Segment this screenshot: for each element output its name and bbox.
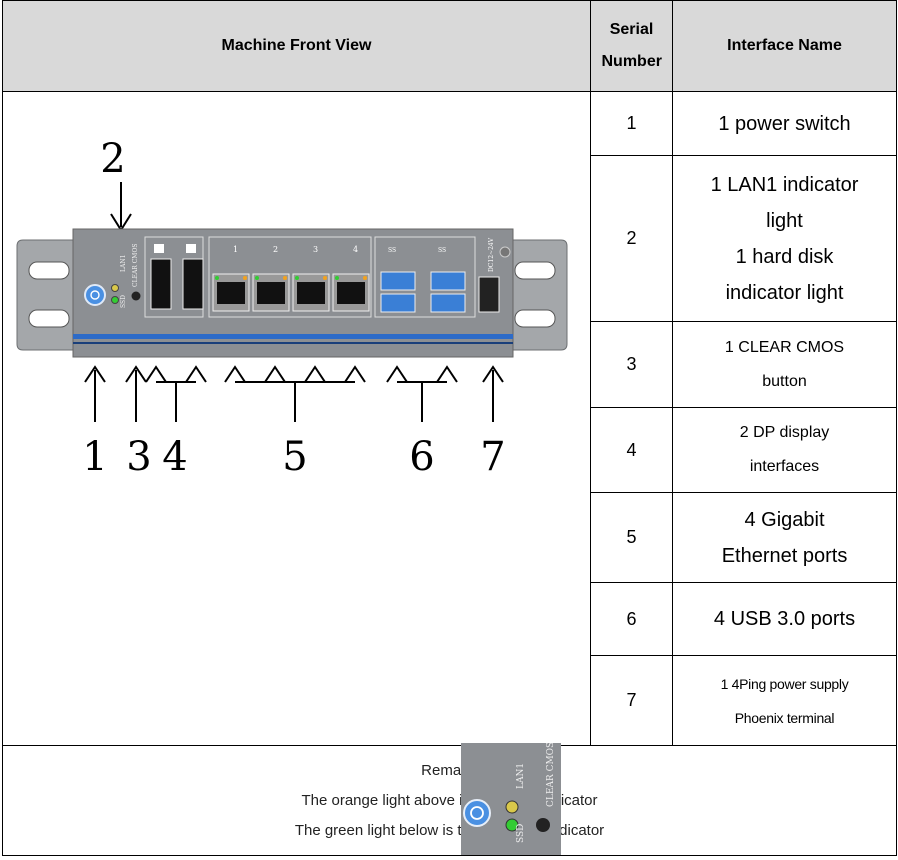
svg-text:CLEAR CMOS: CLEAR CMOS (132, 244, 139, 287)
header-serial-number: Serial Number (590, 0, 673, 92)
front-view-diagram: 2 (16, 136, 568, 480)
svg-text:LAN1: LAN1 (120, 255, 127, 272)
interface-6-line: 4 USB 3.0 ports (713, 608, 856, 630)
serial-5: 5 (590, 492, 673, 583)
interface-3-line: button (762, 372, 807, 390)
interface-2: 1 LAN1 indicator light 1 hard disk indic… (672, 155, 897, 322)
svg-text:CLEAR CMOS: CLEAR CMOS (546, 743, 556, 807)
serial-4: 4 (590, 407, 673, 493)
interface-3-line: 1 CLEAR CMOS (724, 338, 845, 356)
callout-arrows (84, 365, 504, 422)
interface-3: 1 CLEAR CMOS button (672, 321, 897, 408)
callout-7: 7 (480, 434, 505, 480)
svg-text:SSD: SSD (120, 295, 127, 308)
serial-3: 3 (590, 321, 673, 408)
front-view-figure-cell: 2 (2, 91, 591, 746)
detail-orange-led (505, 800, 519, 814)
remark-cell: Remark: The orange light above is the LA… (2, 743, 897, 856)
interface-7-line: Phoenix terminal (734, 709, 835, 726)
interface-1: 1 power switch (672, 91, 897, 156)
detail-green-led (505, 818, 519, 832)
interface-5-line: Ethernet ports (721, 544, 848, 567)
ethernet-ports: 1 2 3 4 (208, 236, 372, 318)
dp-ports (144, 236, 204, 318)
interface-4-line: interfaces (749, 458, 820, 475)
svg-text:3: 3 (313, 245, 318, 254)
lan1-led-orange (111, 284, 119, 292)
clear-cmos-button (131, 291, 141, 301)
interface-5-line: 4 Gigabit (744, 508, 825, 531)
serial-7: 7 (590, 655, 673, 746)
interface-4: 2 DP display interfaces (672, 407, 897, 493)
ssd-led-green (111, 296, 119, 304)
svg-text:SS: SS (388, 247, 396, 254)
callout-2: 2 (100, 136, 125, 182)
callout-4: 4 (162, 434, 187, 480)
header-interface-name: Interface Name (672, 0, 897, 92)
svg-text:DC12~24V: DC12~24V (488, 237, 495, 272)
remark-line-2: The green light below is the hard disk i… (294, 821, 605, 839)
indicator-detail-image: LAN1 SSD CLEAR CMOS (461, 743, 561, 855)
usb-ports: SS SS (374, 236, 476, 318)
header-serial-text: Serial Number (601, 21, 662, 70)
svg-text:SSD: SSD (516, 824, 526, 843)
serial-2: 2 (590, 155, 673, 322)
svg-text:4: 4 (353, 245, 358, 254)
callout-3: 3 (126, 434, 151, 480)
detail-cmos-button (536, 818, 550, 832)
interface-2-line: light (766, 209, 803, 232)
power-terminal: DC12~24V (478, 237, 511, 313)
interface-7: 1 4Ping power supply Phoenix terminal (672, 655, 897, 746)
header-front-view: Machine Front View (2, 0, 591, 92)
interface-6: 4 USB 3.0 ports (672, 582, 897, 656)
interface-7-line: 1 4Ping power supply (720, 675, 849, 692)
detail-power-button (463, 799, 491, 827)
serial-6: 6 (590, 582, 673, 656)
left-bracket (16, 239, 82, 351)
svg-text:LAN1: LAN1 (516, 763, 526, 789)
serial-1: 1 (590, 91, 673, 156)
interface-2-line: 1 hard disk (735, 245, 834, 268)
power-button (84, 284, 106, 306)
svg-text:1: 1 (233, 245, 238, 254)
interface-4-line: 2 DP display (739, 424, 830, 441)
callout-5: 5 (282, 434, 307, 480)
callout-6: 6 (409, 434, 434, 480)
interface-2-line: indicator light (725, 281, 844, 304)
remark-line-1: The orange light above is the LAN1 indic… (301, 791, 598, 809)
interface-1-line: 1 power switch (718, 112, 851, 135)
svg-text:SS: SS (438, 247, 446, 254)
svg-text:2: 2 (273, 245, 278, 254)
callout-1: 1 (82, 434, 107, 480)
right-bracket (502, 239, 568, 351)
remark-title: Remark: (421, 761, 478, 779)
interface-5: 4 Gigabit Ethernet ports (672, 492, 897, 583)
interface-2-line: 1 LAN1 indicator (710, 173, 859, 196)
